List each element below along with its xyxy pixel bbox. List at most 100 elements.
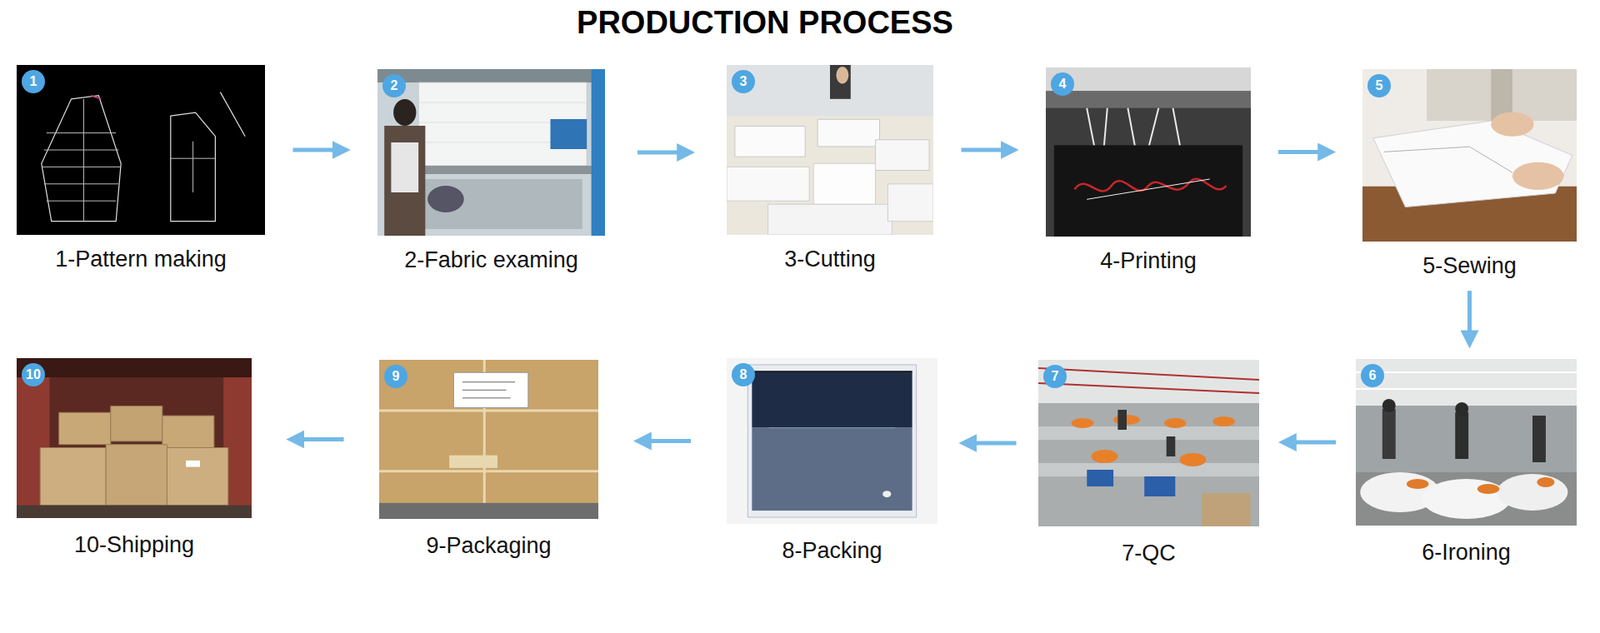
photo-shape	[1045, 67, 1251, 91]
photo-illustration	[1362, 69, 1577, 242]
photo-illustration	[16, 65, 265, 235]
photo-shape	[393, 99, 416, 126]
photo-shape	[1355, 405, 1577, 473]
flow-arrow	[970, 441, 1017, 446]
photo-shape	[726, 65, 934, 116]
process-step: 44-Printing	[1045, 67, 1251, 275]
step-number: 7	[1043, 365, 1067, 389]
step-label: 8-Packing	[781, 537, 882, 565]
photo-shape	[726, 65, 934, 235]
step-number: 5	[1367, 74, 1391, 98]
photo-shape	[1071, 418, 1095, 429]
photo-shape	[1382, 409, 1396, 460]
photo-shape	[1362, 69, 1577, 242]
photo-shape	[835, 66, 849, 84]
photo-shape	[379, 360, 599, 520]
photo-shape	[1054, 145, 1243, 237]
photo-shape	[1512, 162, 1565, 190]
photo-shape	[1038, 463, 1260, 477]
photo-shape	[379, 360, 599, 520]
step-label: 2-Fabric examing	[404, 246, 579, 274]
flow-arrow	[1467, 290, 1472, 338]
photo-shape	[1074, 179, 1226, 192]
photo-shape	[550, 119, 587, 150]
photo-shape	[830, 65, 851, 100]
photo-shape	[162, 415, 215, 448]
step-number: 6	[1360, 364, 1385, 388]
photo-illustration	[726, 65, 934, 235]
photo-shape	[1355, 472, 1577, 526]
photo-shape	[418, 82, 587, 166]
photo-shape	[41, 95, 121, 222]
step-photo: 7	[1038, 360, 1260, 527]
process-step: 10 10-Shipping	[16, 358, 252, 559]
step-photo: 1	[16, 65, 265, 235]
photo-shape	[379, 360, 599, 520]
photo-shape	[1144, 476, 1175, 497]
photo-illustration	[377, 69, 605, 236]
photo-shape	[427, 185, 465, 213]
photo-shape	[1180, 453, 1207, 467]
photo-shape	[384, 125, 425, 236]
process-step: 1 1-Pattern making	[16, 65, 265, 273]
photo-illustration	[726, 358, 938, 525]
photo-illustration	[1355, 359, 1577, 526]
photo-shape	[1045, 67, 1251, 237]
photo-shape	[1038, 368, 1260, 394]
diagram-title: PRODUCTION PROCESS	[576, 5, 954, 41]
photo-shape	[453, 372, 528, 408]
photo-shape	[1355, 372, 1577, 390]
photo-shape	[751, 370, 912, 373]
photo-shape	[1355, 359, 1577, 526]
photo-shape	[90, 95, 101, 100]
step-photo: 5	[1362, 69, 1577, 242]
step-number: 1	[21, 70, 45, 94]
photo-shape	[170, 112, 216, 222]
photo-shape	[16, 358, 252, 519]
step-photo: 10	[16, 358, 252, 519]
process-step: 33-Cutting	[726, 65, 934, 273]
photo-shape	[735, 125, 805, 157]
photo-shape	[1091, 450, 1119, 464]
photo-shape	[418, 165, 600, 175]
process-step: 55-Sewing	[1362, 69, 1577, 280]
photo-shape	[726, 358, 938, 525]
photo-shape	[1045, 90, 1251, 108]
photo-shape	[16, 505, 252, 519]
photo-shape	[1382, 399, 1396, 413]
photo-illustration	[1038, 360, 1260, 527]
photo-shape	[110, 406, 163, 442]
photo-illustration	[16, 358, 252, 519]
photo-shape	[747, 365, 916, 518]
step-label: 1-Pattern making	[55, 245, 227, 273]
photo-shape	[1117, 410, 1127, 430]
photo-shape	[379, 503, 599, 520]
flow-arrow	[297, 437, 345, 442]
step-label: 10-Shipping	[74, 531, 195, 559]
step-photo: 9	[379, 360, 599, 520]
step-photo: 2	[377, 69, 605, 236]
photo-shape	[1038, 360, 1260, 404]
photo-shape	[1038, 360, 1260, 527]
photo-shape	[726, 166, 810, 201]
photo-shape	[882, 490, 891, 498]
process-step: 7 7-QC	[1038, 360, 1260, 567]
photo-shape	[1406, 479, 1430, 490]
photo-shape	[1355, 359, 1577, 406]
flow-arrow	[961, 148, 1009, 153]
step-photo: 8	[726, 358, 938, 525]
process-step: 2 2-Fabric examing	[377, 69, 605, 274]
step-label: 7-QC	[1121, 540, 1176, 567]
flow-arrow	[1278, 150, 1325, 155]
step-number: 3	[731, 70, 755, 94]
flow-arrow	[637, 150, 685, 155]
flow-arrow	[293, 148, 340, 153]
photo-shape	[377, 69, 605, 236]
photo-shape	[390, 142, 419, 193]
photo-illustration	[379, 360, 599, 520]
photo-shape	[1422, 479, 1511, 520]
photo-shape	[751, 428, 912, 512]
photo-shape	[1536, 477, 1555, 488]
photo-shape	[16, 65, 265, 235]
photo-shape	[1166, 436, 1176, 457]
